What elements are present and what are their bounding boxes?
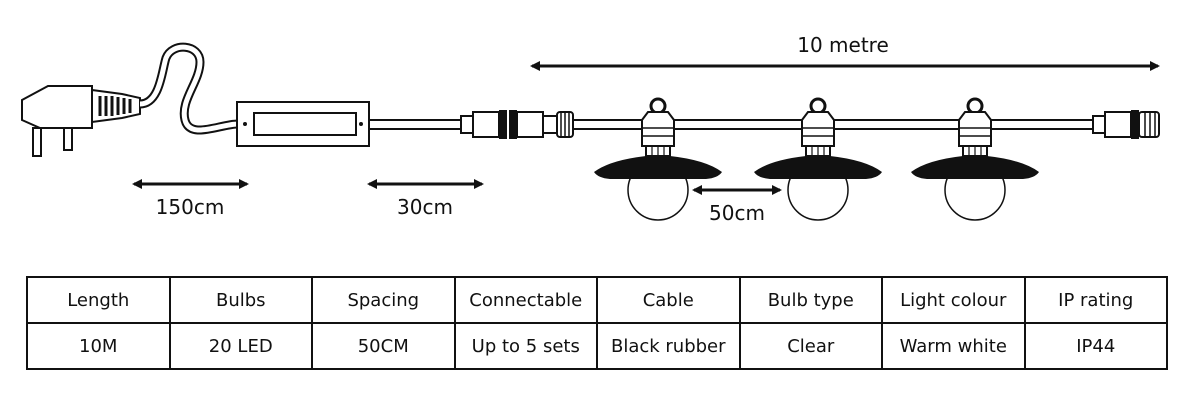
- spec-header: Cable: [596, 276, 741, 324]
- spec-value: 20 LED: [168, 322, 313, 370]
- spec-value-row: 10M 20 LED 50CM Up to 5 sets Black rubbe…: [26, 322, 1168, 370]
- plug-cable-label: 150cm: [156, 195, 225, 219]
- spec-header: Light colour: [881, 276, 1026, 324]
- lead-label: 30cm: [397, 195, 453, 219]
- end-connector: [1092, 110, 1160, 139]
- bulb-1: [592, 97, 724, 222]
- spec-header: Bulbs: [168, 276, 313, 324]
- plug-cable: [139, 42, 239, 135]
- length-label: 10 metre: [797, 33, 889, 57]
- bulb-2: [752, 97, 884, 222]
- spec-header: Spacing: [311, 276, 456, 324]
- spec-value: Black rubber: [596, 322, 741, 370]
- spacing-label: 50cm: [709, 201, 765, 225]
- festoon-diagram: 10 metre 150cm 30cm 50cm: [21, 33, 1160, 225]
- driver-box: [236, 101, 370, 147]
- bulb-3: [909, 97, 1041, 222]
- plug-icon: [21, 85, 141, 157]
- spec-header: Bulb type: [738, 276, 883, 324]
- spec-value: Up to 5 sets: [453, 322, 598, 370]
- spec-value: Warm white: [881, 322, 1026, 370]
- connector: [460, 110, 574, 139]
- spec-header: Length: [26, 276, 171, 324]
- spec-value: 50CM: [311, 322, 456, 370]
- lead-cable: [368, 119, 462, 130]
- spec-value: 10M: [26, 322, 171, 370]
- spec-value: Clear: [738, 322, 883, 370]
- spec-table: Length Bulbs Spacing Connectable Cable B…: [26, 276, 1168, 370]
- spec-header: Connectable: [453, 276, 598, 324]
- spec-header-row: Length Bulbs Spacing Connectable Cable B…: [26, 276, 1168, 324]
- spec-value: IP44: [1023, 322, 1168, 370]
- spec-header: IP rating: [1023, 276, 1168, 324]
